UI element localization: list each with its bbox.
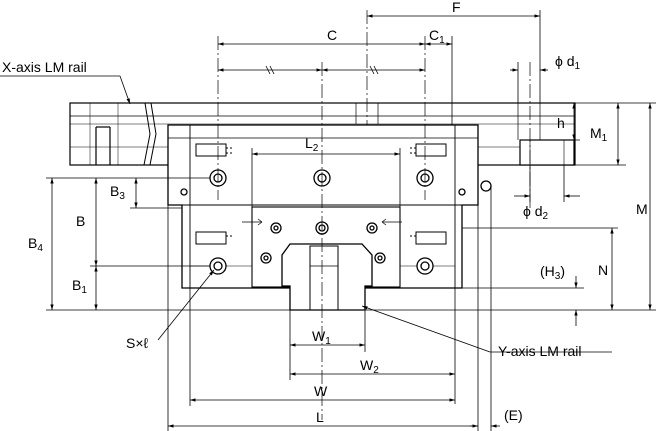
small-screws xyxy=(242,218,402,226)
dim-d2: ϕ d2 xyxy=(523,203,549,222)
dim-L: L xyxy=(316,409,324,425)
dim-E: (E) xyxy=(504,407,523,423)
dim-W1: W1 xyxy=(312,328,331,347)
dim-H3: (H3) xyxy=(540,263,565,282)
dim-W2: W2 xyxy=(360,357,379,376)
dim-M: M xyxy=(636,201,648,217)
dim-B: B xyxy=(76,213,85,229)
y-rail-label: Y-axis LM rail xyxy=(498,343,582,359)
dim-S-l: S×ℓ xyxy=(126,335,149,351)
dim-d1: ϕ d1 xyxy=(555,53,581,72)
leader-lines xyxy=(0,75,612,353)
dim-C: C xyxy=(327,27,337,43)
dim-W: W xyxy=(314,383,328,399)
dim-B4: B4 xyxy=(28,235,43,254)
rail-end-bolt xyxy=(519,139,575,166)
dim-B3: B3 xyxy=(110,183,125,202)
y-axis-rail xyxy=(281,243,373,311)
dim-F: F xyxy=(452,0,461,15)
dim-M1: M1 xyxy=(590,125,608,144)
dim-N: N xyxy=(598,262,608,278)
dim-B1: B1 xyxy=(72,277,87,296)
dim-C1: C1 xyxy=(429,27,445,46)
dim-L2: L2 xyxy=(305,135,319,154)
tapped-holes xyxy=(195,143,447,245)
dim-h: h xyxy=(557,115,565,131)
x-rail-label: X-axis LM rail xyxy=(2,59,87,75)
dimension-lines xyxy=(46,10,656,431)
